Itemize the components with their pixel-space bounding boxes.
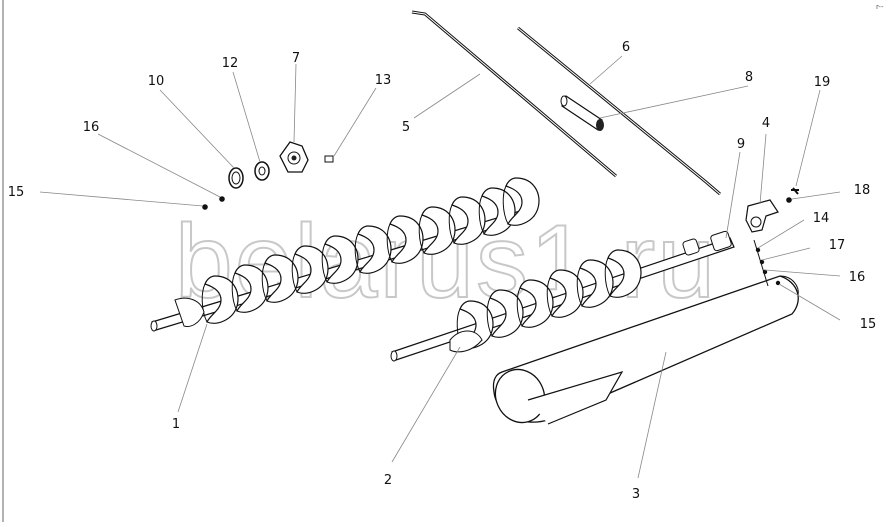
callout-4: 4 bbox=[762, 116, 770, 131]
bolt-19 bbox=[791, 187, 799, 195]
rod-6 bbox=[517, 26, 721, 196]
callout-9: 9 bbox=[737, 137, 745, 152]
rod-5 bbox=[411, 10, 617, 178]
callout-10: 10 bbox=[148, 74, 165, 89]
auger-2 bbox=[390, 230, 735, 362]
housing-7 bbox=[279, 141, 309, 173]
sleeve-8 bbox=[560, 95, 604, 131]
callout-15-right: 15 bbox=[860, 317, 877, 332]
callout-13: 13 bbox=[375, 73, 392, 88]
leader-lines bbox=[39, 55, 841, 479]
callout-14: 14 bbox=[813, 211, 830, 226]
callout-8: 8 bbox=[745, 70, 753, 85]
callout-16-right: 16 bbox=[849, 270, 866, 285]
callout-6: 6 bbox=[622, 40, 630, 55]
callout-18: 18 bbox=[854, 183, 871, 198]
callout-17: 17 bbox=[829, 238, 846, 253]
nut-18 bbox=[786, 197, 792, 203]
callout-2: 2 bbox=[384, 473, 392, 488]
callout-1: 1 bbox=[172, 417, 180, 432]
trough-3 bbox=[492, 275, 799, 425]
auger-1 bbox=[150, 177, 540, 332]
bearing-12 bbox=[254, 161, 270, 181]
callout-7: 7 bbox=[292, 51, 300, 66]
nut-15-left bbox=[202, 204, 208, 210]
callout-16-left: 16 bbox=[83, 120, 100, 135]
ring-10 bbox=[228, 167, 244, 189]
bolt-13 bbox=[324, 155, 334, 163]
bracket-4 bbox=[745, 199, 779, 233]
washer-16-left bbox=[219, 196, 225, 202]
callout-12: 12 bbox=[222, 56, 239, 71]
callout-15-left: 15 bbox=[8, 185, 25, 200]
corner-mark: r-- bbox=[876, 3, 884, 11]
callout-19: 19 bbox=[814, 75, 831, 90]
callout-3: 3 bbox=[632, 487, 640, 502]
callout-5: 5 bbox=[402, 120, 410, 135]
